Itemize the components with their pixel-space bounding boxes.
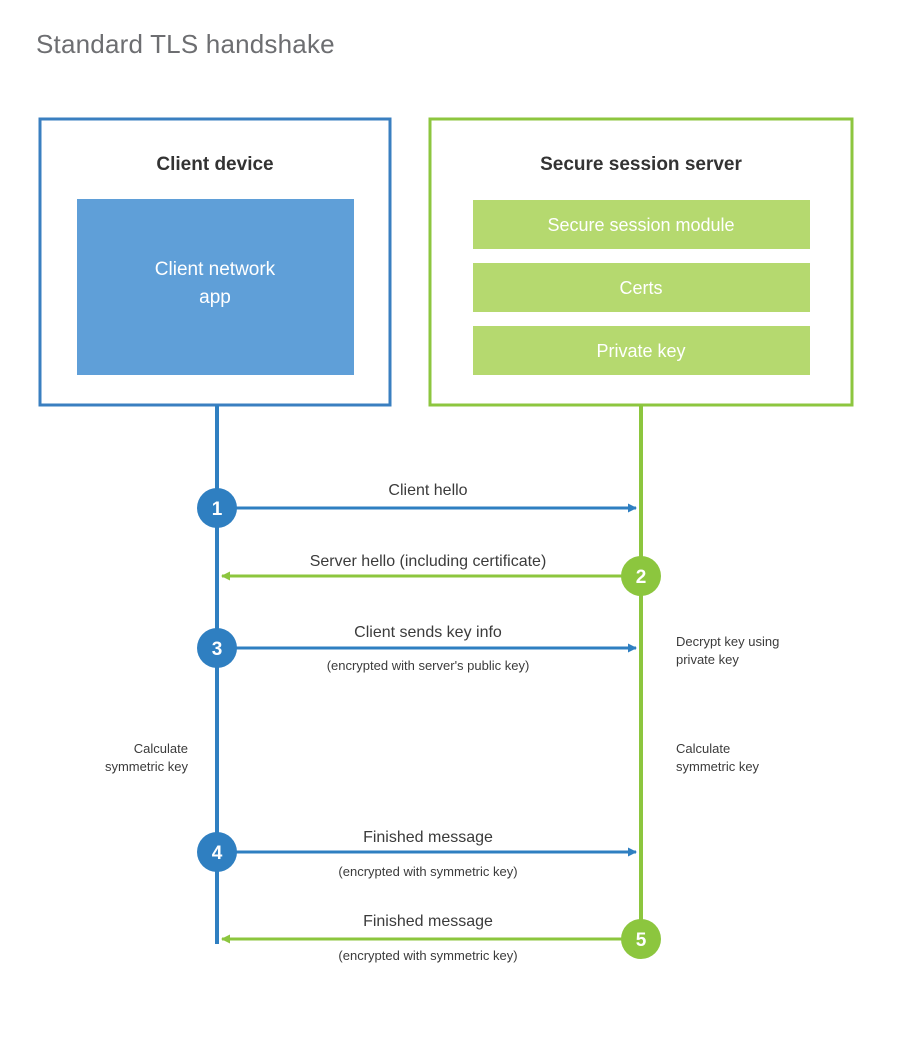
client-calculate-note-line2: symmetric key [105, 759, 189, 774]
secure-session-server-title: Secure session server [540, 154, 742, 175]
server-module-label-2: Private key [596, 341, 685, 361]
step-5-marker [621, 919, 661, 959]
server-decrypt-note-line1: Decrypt key using [676, 634, 779, 649]
server-calculate-note-line2: symmetric key [676, 759, 760, 774]
step-4-number: 4 [212, 843, 223, 864]
step-3-marker [197, 628, 237, 668]
server-calculate-note: Calculate symmetric key [676, 741, 760, 774]
step-4-label: Finished message [363, 829, 493, 846]
step-5-sublabel: (encrypted with symmetric key) [338, 948, 517, 963]
server-calculate-note-line1: Calculate [676, 741, 730, 756]
client-network-app-label-line2: app [199, 287, 231, 308]
step-5-number: 5 [636, 930, 647, 951]
step-3-sublabel: (encrypted with server's public key) [327, 658, 530, 673]
step-1-label: Client hello [388, 482, 467, 499]
server-decrypt-note: Decrypt key using private key [676, 634, 779, 667]
step-1-marker [197, 488, 237, 528]
client-calculate-note-line1: Calculate [134, 741, 188, 756]
step-4-sublabel: (encrypted with symmetric key) [338, 864, 517, 879]
server-module-label-1: Certs [619, 278, 662, 298]
client-network-app-box [77, 199, 354, 375]
client-device-node: Client device Client network app [38, 117, 392, 407]
server-module-box-1 [473, 263, 810, 312]
server-module-label-0: Secure session module [547, 215, 734, 235]
page-title: Standard TLS handshake [36, 29, 335, 59]
step-4-group: Finished message (encrypted with symmetr… [197, 829, 637, 879]
step-5-group: Finished message (encrypted with symmetr… [221, 913, 661, 963]
step-2-group: Server hello (including certificate) 2 [221, 553, 661, 596]
step-4-marker [197, 832, 237, 872]
secure-session-server-node: Secure session server Secure session mod… [428, 117, 854, 407]
step-3-number: 3 [212, 639, 223, 660]
client-calculate-note: Calculate symmetric key [105, 741, 189, 774]
server-module-box-2 [473, 326, 810, 375]
step-3-label: Client sends key info [354, 624, 502, 641]
step-2-label: Server hello (including certificate) [310, 553, 547, 570]
client-device-title: Client device [156, 154, 273, 175]
step-3-group: Client sends key info (encrypted with se… [197, 624, 637, 673]
server-module-box-0 [473, 200, 810, 249]
server-decrypt-note-line2: private key [676, 652, 739, 667]
step-1-group: Client hello 1 [197, 482, 637, 528]
step-2-number: 2 [636, 567, 647, 588]
step-2-marker [621, 556, 661, 596]
step-1-number: 1 [212, 499, 223, 520]
step-5-label: Finished message [363, 913, 493, 930]
client-network-app-label-line1: Client network [155, 259, 276, 280]
